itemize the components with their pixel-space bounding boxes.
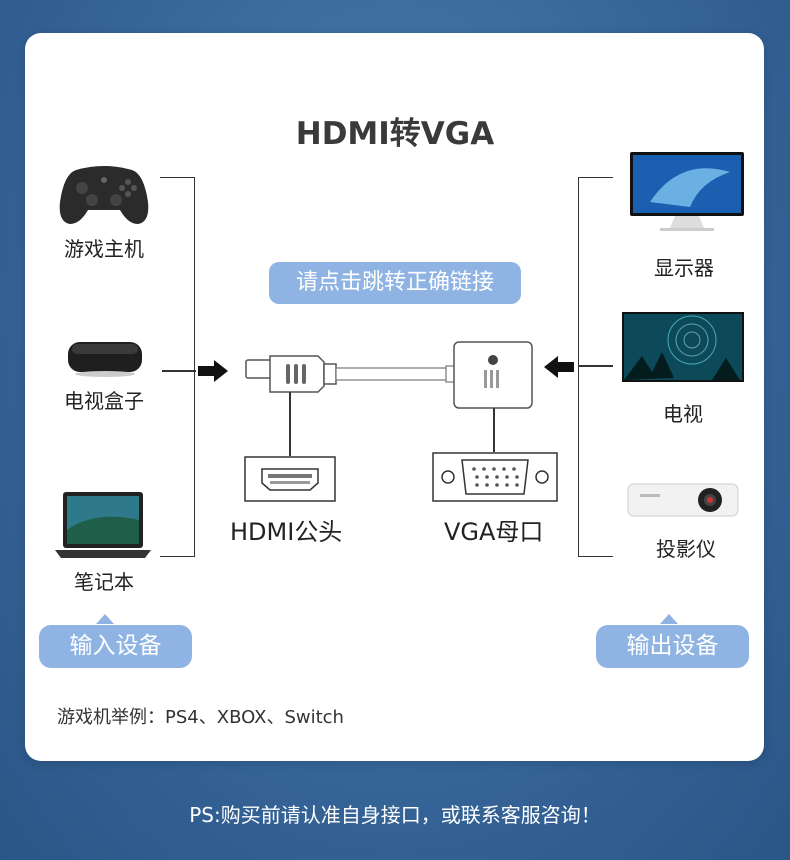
input-bracket xyxy=(160,177,195,557)
hdmi-port-icon xyxy=(244,456,336,502)
tv-box-icon xyxy=(68,342,142,377)
projector-icon xyxy=(627,483,739,517)
input-device-label-console: 游戏主机 xyxy=(64,237,144,261)
input-device-label-laptop: 笔记本 xyxy=(74,570,134,594)
footer-note: PS:购买前请认准自身接口，或联系客服咨询！ xyxy=(189,803,601,827)
input-device-label-tvbox: 电视盒子 xyxy=(64,389,144,413)
vga-port-icon xyxy=(432,452,558,502)
arrow-left-icon xyxy=(544,356,574,378)
output-device-label-tv: 电视 xyxy=(663,402,703,426)
hdmi-to-vga-adapter xyxy=(245,341,533,409)
output-device-label-projector: 投影仪 xyxy=(656,537,716,561)
page-title: HDMI转VGA xyxy=(295,116,495,152)
output-badge-notch xyxy=(660,614,678,624)
console-example-note: 游戏机举例：PS4、XBOX、Switch xyxy=(57,707,344,728)
arrow-right-icon xyxy=(198,360,228,382)
monitor-icon xyxy=(630,152,744,231)
vga-stem xyxy=(493,408,495,452)
hdmi-stem xyxy=(289,392,291,456)
input-devices-badge: 输入设备 xyxy=(39,625,192,668)
hdmi-connector-label: HDMI公头 xyxy=(230,518,343,546)
output-device-label-monitor: 显示器 xyxy=(654,256,714,280)
input-badge-notch xyxy=(96,614,114,624)
vga-connector-label: VGA母口 xyxy=(444,518,544,546)
output-bracket xyxy=(578,177,613,557)
input-tick-middle xyxy=(162,370,196,372)
link-button[interactable]: 请点击跳转正确链接 xyxy=(269,262,521,304)
game-controller-icon xyxy=(59,166,149,224)
laptop-icon xyxy=(55,492,151,558)
tv-icon xyxy=(622,312,744,382)
output-devices-badge: 输出设备 xyxy=(596,625,749,668)
output-tick-middle xyxy=(579,365,613,367)
